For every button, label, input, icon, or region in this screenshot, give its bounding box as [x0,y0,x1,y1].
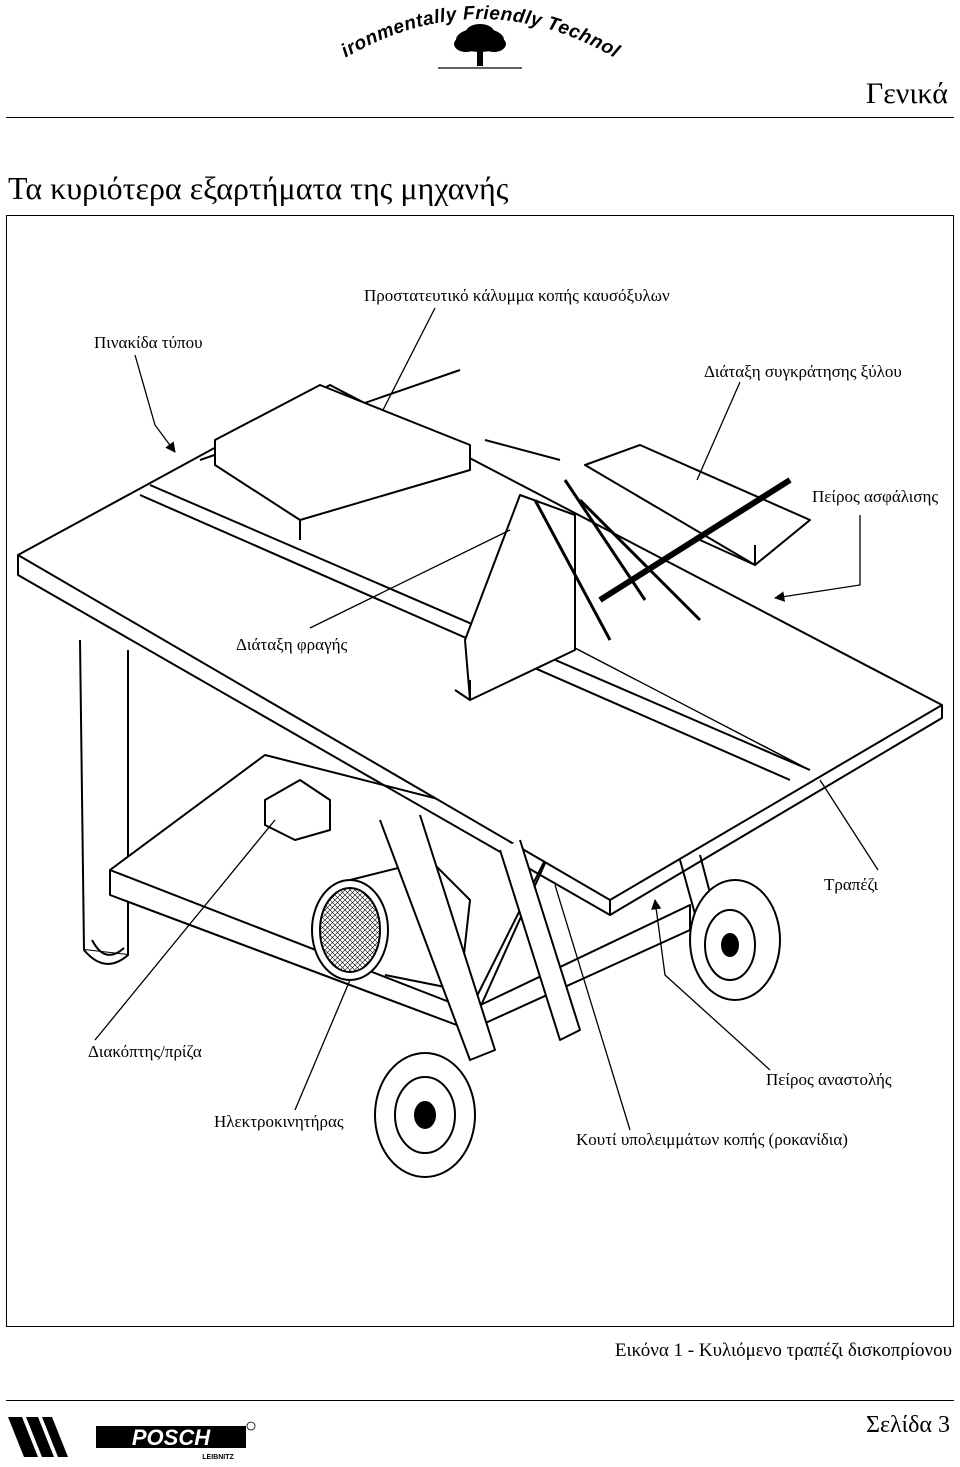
brand-name: POSCH [132,1425,211,1450]
header-logo: Environmentally Friendly Technology [323,0,630,78]
brand-sub: LEIBNITZ [202,1454,234,1461]
label-motor: Ηλεκτροκινητήρας [214,1112,344,1131]
saw-table-drawing [17,307,943,1178]
footer-divider [6,1400,954,1401]
figure-caption: Εικόνα 1 - Κυλιόμενο τραπέζι δισκοπρίονο… [614,1340,952,1361]
posch-logo-icon: POSCH LEIBNITZ [8,1417,256,1461]
page-number: Σελίδα 3 [865,1412,950,1438]
label-protective-cover: Προστατευτικό κάλυμμα κοπής καυσόξυλων [364,286,670,305]
footer-logo: POSCH LEIBNITZ [8,1412,258,1462]
label-switch: Διακόπτης/πρίζα [88,1042,202,1061]
header-divider [6,117,954,118]
label-stop-pin: Πείρος αναστολής [766,1070,892,1089]
label-debris-box: Κουτί υπολειμμάτων κοπής (ροκανίδια) [576,1130,848,1149]
figure-frame [6,215,954,1327]
label-fence: Διάταξη φραγής [236,635,348,654]
label-table: Τραπέζι [824,875,879,894]
label-wood-holder: Διάταξη συγκράτησης ξύλου [704,362,902,381]
section-title: Γενικά [865,77,948,110]
label-type-plate: Πινακίδα τύπου [94,333,203,352]
label-safety-pin: Πείρος ασφάλισης [812,487,939,506]
tree-logo-icon: Environmentally Friendly Technology [323,0,623,69]
page-title: Τα κυριότερα εξαρτήματα της μηχανής [8,170,509,206]
